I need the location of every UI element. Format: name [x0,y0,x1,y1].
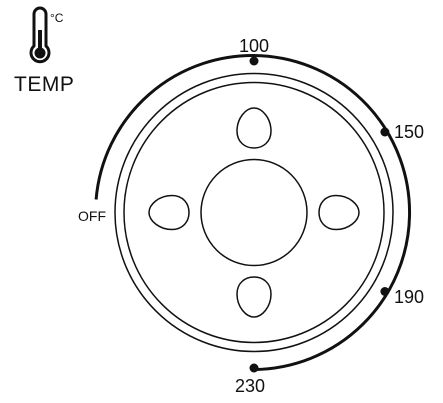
thermometer-icon [29,6,51,64]
setting-marker-190 [380,287,390,296]
dial-scale-arc [94,54,412,371]
knob-outer-ring[interactable] [114,72,394,353]
setting-label-100: 100 [239,36,269,56]
setting-label-150: 150 [394,122,424,142]
knob-center-hub [200,158,308,267]
knob-grip-bottom [236,276,272,318]
setting-marker-150 [380,127,390,137]
knob-grip-top [236,107,272,149]
setting-marker-100 [249,56,259,66]
temp-label: TEMP [14,73,74,96]
knob-grip-left [148,194,190,231]
off-label: OFF [78,208,106,224]
knob-grip-right [318,194,360,231]
setting-label-190: 190 [394,287,424,307]
unit-label: °C [50,11,64,25]
setting-marker-230 [249,363,259,373]
setting-label-230: 230 [235,376,265,396]
knob-inner-ring [123,81,385,344]
